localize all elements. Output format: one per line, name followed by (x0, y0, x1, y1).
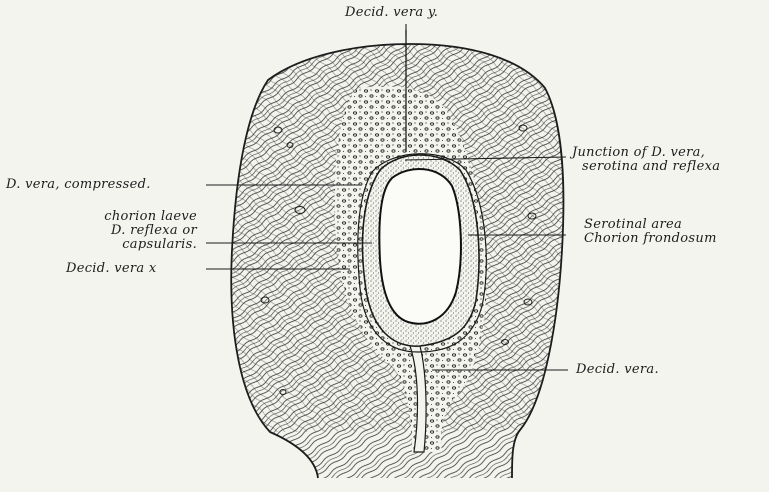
ovum-cavity (379, 169, 461, 324)
label-chorion-frondosum: Chorion frondosum (584, 232, 717, 246)
label-decid-vera-x: Decid. vera x (66, 262, 157, 276)
label-junction-line1: Junction of D. vera, (572, 146, 705, 160)
label-chorion-laeve: chorion laeve (104, 210, 197, 224)
label-d-vera-compressed: D. vera, compressed. (6, 178, 151, 192)
label-junction-line2: serotina and reflexa (582, 160, 720, 174)
label-serotinal-area: Serotinal area (584, 218, 682, 232)
label-capsularis: capsularis. (122, 238, 197, 252)
label-d-reflexa-or: D. reflexa or (111, 224, 197, 238)
label-decid-vera-y: Decid. vera y. (345, 6, 438, 20)
label-decid-vera: Decid. vera. (576, 363, 659, 377)
